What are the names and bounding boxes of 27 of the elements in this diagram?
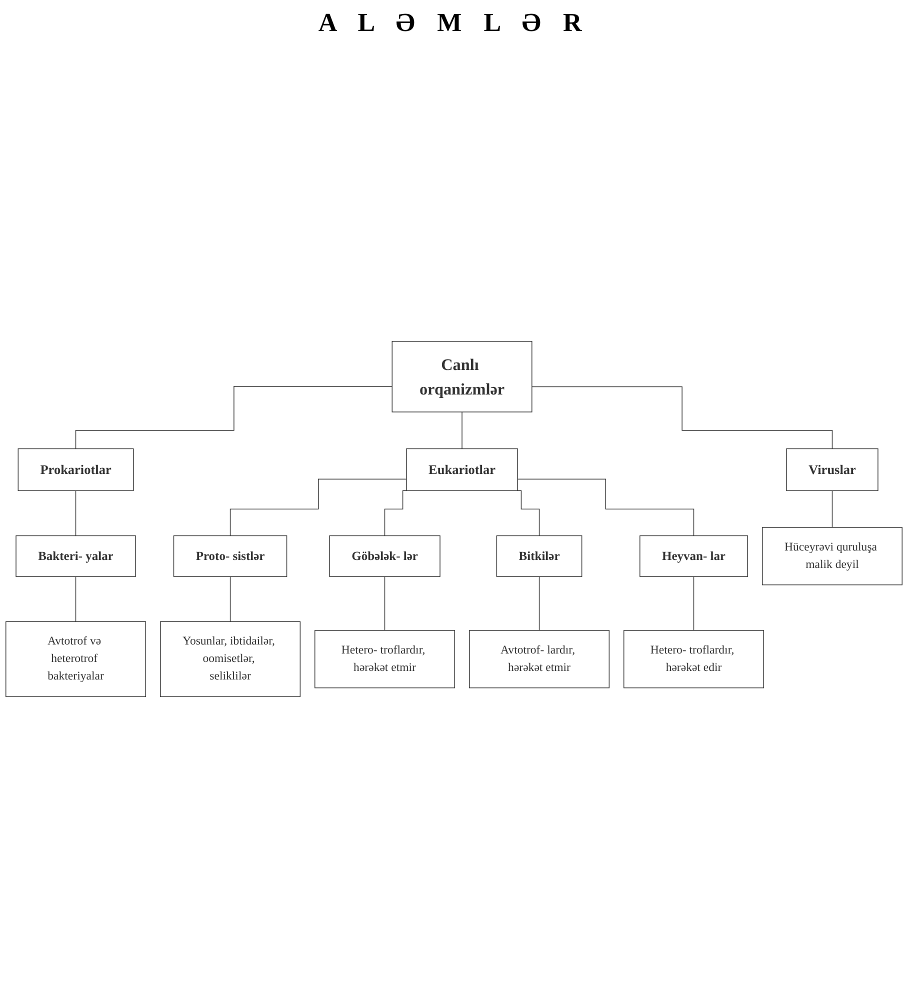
node-box: Hüceyrəvi quruluşa malik deyil bbox=[762, 527, 902, 586]
node-box: Bakteri- yalar bbox=[16, 535, 136, 577]
connector bbox=[75, 386, 392, 450]
connector bbox=[75, 490, 76, 536]
connector bbox=[693, 576, 694, 631]
connector bbox=[538, 576, 540, 631]
node-box: Viruslar bbox=[786, 448, 878, 492]
node-box: Prokariotlar bbox=[18, 448, 134, 492]
connector bbox=[832, 490, 833, 528]
node-box: Avtotrof və heterotrof bakteriyalar bbox=[6, 621, 146, 698]
node-box: Bitkilər bbox=[496, 535, 582, 577]
node-box: Yosunlar, ibtidailər, oomisetlər, seliklilər bbox=[160, 621, 301, 698]
node-box: Göbələk- lər bbox=[329, 535, 440, 577]
node-box: Eukariotlar bbox=[406, 448, 518, 492]
node-box: Canlı orqanizmlər bbox=[392, 340, 532, 412]
node-box: Hetero- troflardır, hərəkət edir bbox=[624, 630, 764, 688]
connector bbox=[230, 576, 231, 622]
node-box: Avtotrof- lardır, hərəkət etmir bbox=[469, 630, 610, 688]
node-box: Proto- sistlər bbox=[173, 535, 288, 577]
connector bbox=[75, 576, 76, 622]
node-box: Heyvan- lar bbox=[640, 535, 748, 577]
kingdoms-heading: A L Ə M L Ə R bbox=[318, 8, 590, 38]
connector bbox=[384, 576, 386, 631]
connector bbox=[517, 478, 694, 536]
connector bbox=[532, 386, 833, 450]
node-box: Hetero- troflardır, hərəkət etmir bbox=[314, 630, 456, 688]
connector bbox=[230, 478, 407, 536]
